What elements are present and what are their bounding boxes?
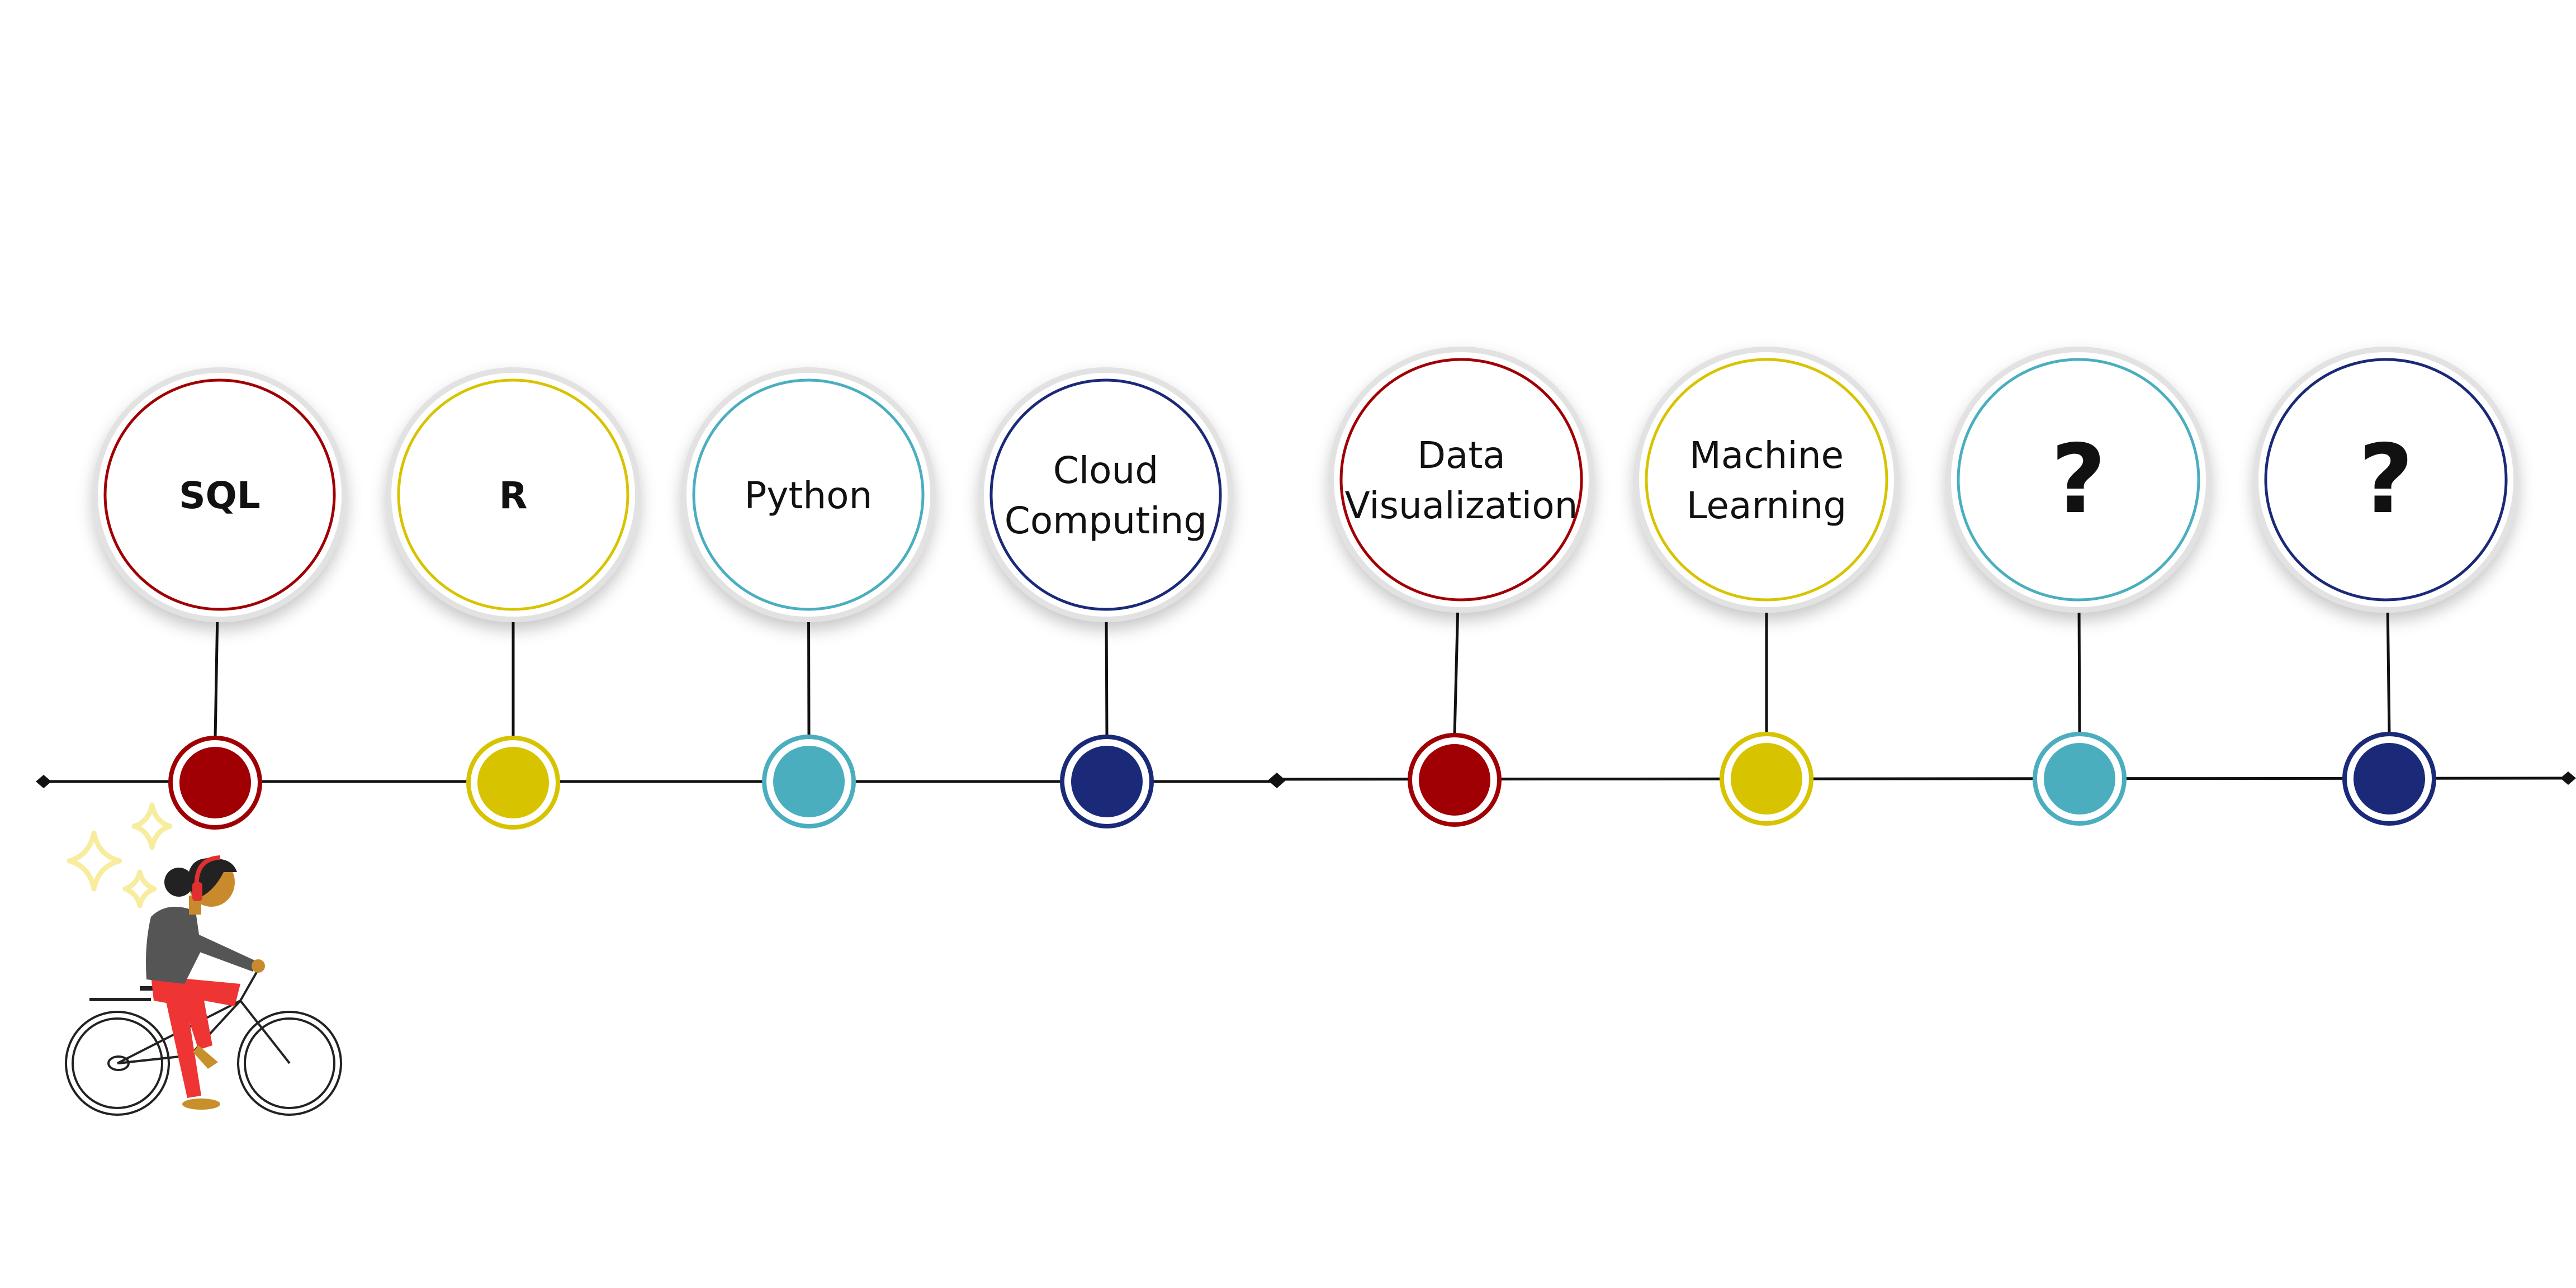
rider-figure xyxy=(146,855,265,1110)
timeline-end-marker xyxy=(2560,771,2576,785)
timeline-dot xyxy=(1419,744,1490,816)
milestone-bubble-ring xyxy=(1339,358,1583,602)
milestone-bubble-ring xyxy=(2264,358,2508,602)
milestone-bubble-ring xyxy=(1957,358,2200,602)
milestone-label: R xyxy=(499,474,528,517)
milestone-1: SQL xyxy=(92,367,347,830)
timeline-dot xyxy=(773,746,845,817)
sparkle-icon-group xyxy=(67,802,173,908)
milestone-label: Data xyxy=(1417,434,1505,477)
milestone-connector xyxy=(214,612,219,738)
milestone-bubble-ring xyxy=(989,378,1222,611)
sparkle-icon xyxy=(67,830,122,892)
milestone-3: Python xyxy=(681,367,936,828)
milestone-label: SQL xyxy=(179,474,261,517)
milestone-connector xyxy=(2386,603,2391,735)
milestone-connector xyxy=(2077,603,2081,735)
milestone-bubble-ring xyxy=(692,378,925,611)
milestone-label: Learning xyxy=(1687,484,1847,527)
milestone-bubble-ring xyxy=(1645,358,1888,602)
timeline-dot xyxy=(1731,743,1802,815)
milestone-bubble-ring xyxy=(397,378,629,611)
milestone-7: ? xyxy=(1945,347,2212,826)
milestone-connector xyxy=(1453,603,1460,736)
timeline-axis xyxy=(36,771,2576,788)
milestone-bubble-ring xyxy=(103,378,336,611)
sparkle-icon xyxy=(131,802,173,850)
milestone-2: R xyxy=(386,367,641,830)
milestone-connector xyxy=(1105,612,1109,737)
timeline-dot xyxy=(2044,743,2115,815)
milestone-label: Cloud xyxy=(1053,449,1159,492)
milestone-label: ? xyxy=(2359,424,2414,535)
milestone-label: Python xyxy=(745,474,873,517)
timeline-dot xyxy=(1071,746,1143,817)
milestone-label: ? xyxy=(2051,424,2106,535)
milestone-label: Computing xyxy=(1005,499,1207,542)
milestone-label: Machine xyxy=(1689,434,1844,477)
timeline-mid-marker xyxy=(1268,773,1286,788)
milestone-8: ? xyxy=(2253,347,2519,826)
timeline-start-marker xyxy=(36,775,51,788)
milestone-label: Visualization xyxy=(1345,484,1578,527)
timeline-dot xyxy=(179,747,251,818)
timeline-dot xyxy=(477,747,549,818)
cyclist-illustration xyxy=(65,802,342,1116)
sparkle-icon xyxy=(122,869,157,908)
timeline-dot xyxy=(2354,743,2425,815)
